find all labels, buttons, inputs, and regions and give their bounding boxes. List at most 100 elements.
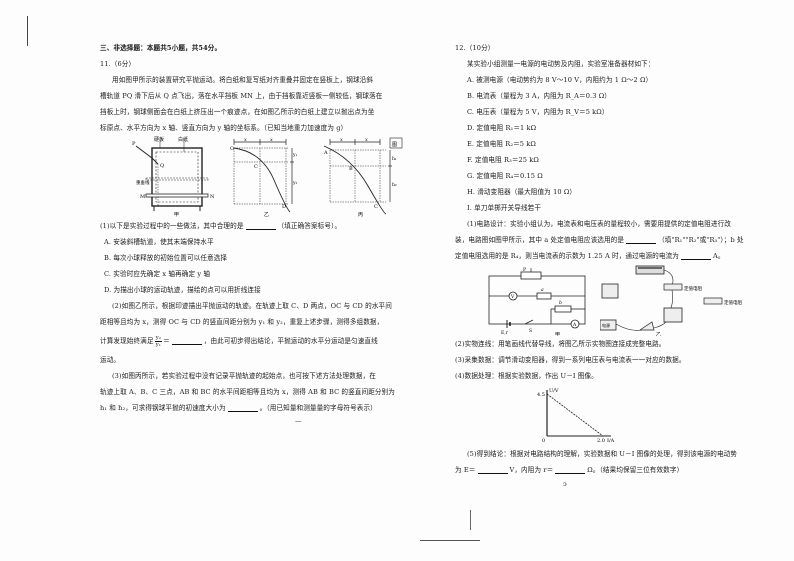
- q11-intro-line: 用如图甲所示的装置研究平抛运动。将白纸和复写纸对齐重叠并固定在竖板上，钢球沿斜: [112, 75, 374, 84]
- svg-text:M: M: [140, 194, 145, 200]
- caption-jia: 甲: [174, 212, 179, 218]
- caption-yi: 乙: [264, 211, 269, 218]
- q12-intro: 某实验小组测量一电源的电动势及内阻，实验室准备器材如下：: [467, 59, 655, 68]
- caption-bing: 丙: [358, 212, 363, 218]
- ammeter-icon: A: [572, 322, 577, 328]
- svg-text:x: x: [270, 137, 273, 143]
- q11-option-c: C. 实验时应先确定 x 轴再确定 y 轴: [104, 269, 211, 278]
- q12-part3: (3)采集数据：调节滑动变阻器，得到一系列电压表与电流表一一对应的数据。: [455, 355, 686, 364]
- resistor-icon: [663, 283, 683, 291]
- svg-text:E,r: E,r: [501, 330, 509, 336]
- q12-number: 12.（10分）: [455, 43, 495, 52]
- equipment-e: E. 定值电阻 R₂＝5 kΩ: [467, 139, 536, 148]
- scan-edge-stroke: [420, 540, 480, 541]
- q11-intro-line: 槽轨道 PQ 滑下后从 Q 点飞出，落在水平挡板 MN 上，由于挡板靠近竖板一侧…: [100, 91, 383, 100]
- svg-text:h₁: h₁: [392, 156, 397, 162]
- q11-number: 11.（6分）: [100, 59, 136, 68]
- q11-option-a: A. 安装斜槽轨道，使其末端保持水平: [104, 237, 214, 246]
- u-i-chart: U/V 4.5 0 2.0 I/A: [535, 384, 625, 446]
- center-dash: —: [295, 416, 302, 425]
- svg-text:B: B: [349, 166, 353, 172]
- section-heading: 三、非选择题：本题共5小题，共54分。: [100, 43, 222, 52]
- equipment-a: A. 被测电源（电动势约为 8 V～10 V，内阻约为 1 Ω～2 Ω）: [467, 75, 653, 84]
- q11-part2-line: 距相等且均为 x，测得 OC 与 CD 的竖直间距分别为 y₁ 和 y₂，重复上…: [100, 317, 384, 326]
- svg-text:图: 图: [392, 142, 397, 148]
- svg-text:A: A: [323, 150, 328, 156]
- q11-part2-line: 运动。: [100, 355, 121, 364]
- q11-part3-answer-line: h₁ 和 h₂，可求得钢球平抛的初速度大小为 。（用已知量和测量量的字母符号表示…: [100, 403, 377, 412]
- q12-part1-line: (1)电路设计：实验小组认为，电流表和电压表的量程较小，需要用提供的定值电阻进行…: [467, 219, 732, 228]
- label-yingban: 硬板: [154, 136, 164, 143]
- equipment-i: I. 单刀单掷开关导线若干: [467, 203, 542, 212]
- binding-line-bottom: [470, 510, 471, 530]
- ui-graph: U/V 4.5 0 2.0 I/A: [455, 384, 775, 446]
- answer-blank-q11-1[interactable]: [245, 222, 276, 230]
- q12-part1-line: 装，电路图如图甲所示，其中 a 处定值电阻应该选用的是 （填"R₁""R₂"或"…: [455, 235, 744, 244]
- rheostat-icon: [635, 265, 665, 275]
- q11-part3-line: 轨迹上取 A、B、C 三点，AB 和 BC 的水平间距相等且均为 x，测得 AB…: [100, 387, 395, 396]
- q12-part5-line: (5)得到结论：根据对电路结构的理解，实验数据和 U－I 图像的处理，得到该电源…: [467, 449, 738, 458]
- svg-text:0: 0: [542, 438, 545, 444]
- q11-part2-formula-line: 计算发现始终满足 y₂ y₁ ＝ ，由此可初步得出结论，平抛运动的水平分运动是匀…: [100, 334, 378, 348]
- ui-line: [546, 393, 604, 437]
- svg-text:4.5: 4.5: [537, 392, 545, 398]
- svg-text:I/A: I/A: [607, 438, 615, 444]
- answer-blank-q11-2[interactable]: [171, 337, 202, 345]
- left-column: 三、非选择题：本题共5小题，共54分。 11.（6分） 用如图甲所示的装置研究平…: [100, 40, 405, 426]
- figure-yi-trajectory: x x O C D y₁ y₂ 乙: [230, 136, 300, 218]
- q11-intro-line: 挡板上时，钢球侧面会在白纸上挤压出一个痕迹点，在如图乙所示的白纸上建立以抛出点为…: [100, 107, 375, 116]
- q11-intro-line: 标原点、水平方向为 x 轴、竖直方向为 y 轴的坐标系。（已知当地重力加速度为 …: [100, 123, 348, 132]
- q11-part3-line: (3)如图丙所示，若实验过程中没有记录平抛轨迹的起始点，也可按下述方法处理数据，…: [112, 371, 377, 380]
- svg-text:2.0: 2.0: [597, 438, 605, 444]
- svg-text:C: C: [374, 204, 378, 210]
- svg-text:定值电阻: 定值电阻: [724, 299, 742, 306]
- svg-text:y₂: y₂: [292, 181, 298, 186]
- q11-part2-line: (2)如图乙所示，根据印迹描出平抛运动的轨迹。在轨迹上取 C、D 两点，OC 与…: [112, 301, 392, 310]
- svg-text:x: x: [365, 137, 368, 143]
- figure-circuit-schematic: P V a b A E,r S: [485, 266, 595, 336]
- answer-blank-q12-emf[interactable]: [477, 466, 508, 474]
- equipment-f: F. 定值电阻 R₃＝25 kΩ: [467, 155, 539, 164]
- q12-circuit-figures: P V a b A E,r S: [455, 264, 775, 336]
- q12-part1-line: 定值电阻选用的是 R₄，则当电流表的示数为 1.25 A 时，通过电源的电流为 …: [455, 251, 725, 260]
- svg-text:C: C: [254, 164, 258, 170]
- ammeter-device-icon: [663, 307, 683, 323]
- svg-text:y₁: y₁: [292, 153, 298, 158]
- svg-text:P: P: [132, 141, 136, 147]
- q11-figures: 硬板 白纸 P Q 重垂线 M N 甲: [100, 136, 405, 218]
- svg-text:h₂: h₂: [392, 182, 397, 188]
- voltmeter-icon: V: [510, 294, 515, 300]
- svg-text:P: P: [523, 267, 526, 273]
- svg-text:x: x: [340, 137, 343, 143]
- svg-text:定值电阻: 定值电阻: [684, 285, 702, 292]
- fraction-y2-over-y1: y₂ y₁: [154, 334, 163, 348]
- q12-part2: (2)实物连线：用笔画线代替导线，将图乙所示实物图连接成完整电路。: [455, 339, 666, 348]
- q11-option-d: D. 为描出小球的运动轨迹，描绘的点可以用折线连接: [104, 285, 261, 294]
- bottom-mark: ↄ: [563, 479, 567, 488]
- svg-text:N: N: [210, 194, 215, 200]
- svg-text:b: b: [559, 300, 562, 306]
- q12-part5-line: 为 E＝ V，内阻为 r＝ Ω。（结果均保留三位有效数字）: [455, 465, 684, 474]
- equipment-g: G. 定值电阻 R₄＝0.15 Ω: [467, 171, 543, 180]
- answer-blank-q12-r[interactable]: [555, 466, 586, 474]
- figure-bing-trajectory: x x A B C h₁ h₂ 图: [322, 136, 404, 218]
- svg-text:S: S: [529, 328, 532, 334]
- answer-blank-q12-1a[interactable]: [626, 236, 657, 244]
- battery-icon: [600, 319, 617, 331]
- equipment-d: D. 定值电阻 R₁＝1 kΩ: [467, 123, 537, 132]
- q11-option-b: B. 每次小球释放的初始位置可以任意选择: [104, 253, 228, 262]
- svg-text:Q: Q: [160, 163, 164, 169]
- figure-physical-circuit: 定值电阻 定值电阻 电源 乙: [600, 264, 750, 336]
- svg-text:a: a: [541, 288, 544, 293]
- equipment-b: B. 电流表（量程为 3 A，内阻为 R_A＝0.3 Ω）: [467, 91, 611, 100]
- right-column: 12.（10分） 某实验小组测量一电源的电动势及内阻，实验室准备器材如下： A.…: [455, 40, 775, 490]
- answer-blank-q12-1b[interactable]: [680, 252, 711, 260]
- svg-text:D: D: [282, 204, 286, 210]
- svg-text:U/V: U/V: [549, 388, 559, 394]
- label-baizhi: 白纸: [178, 136, 188, 143]
- svg-text:电源: 电源: [602, 322, 610, 328]
- svg-text:甲: 甲: [555, 332, 560, 336]
- answer-blank-q11-3[interactable]: [227, 404, 258, 412]
- q12-part4: (4)数据处理：根据实验数据，作出 U－I 图像。: [455, 371, 598, 380]
